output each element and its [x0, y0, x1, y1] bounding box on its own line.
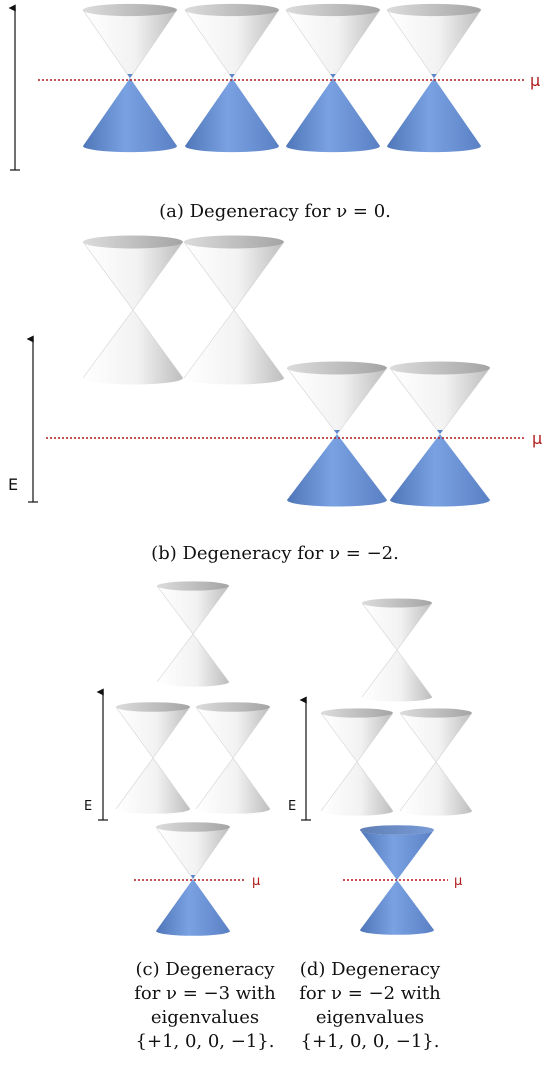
panel-b-cone-1 [82, 235, 184, 385]
panel-b-cone-4-upper-band [390, 368, 490, 434]
panel-a-cone-3-lower-band [286, 78, 380, 153]
panel-c-cone-mid-right-upper-rim [196, 702, 270, 712]
panel-a-cone-2-upper-band [185, 10, 279, 78]
caption-a: (a) Degeneracy for ν = 0. [159, 201, 391, 222]
panel-b-cone-2-lower-band [183, 310, 284, 385]
caption-c-line-2: for ν = −3 with [134, 983, 276, 1004]
panel-b-energy-label: E [8, 475, 18, 494]
panel-b-cone-3-lower-band [287, 434, 387, 507]
panel-d-cone-bottom-upper-rim [360, 825, 434, 835]
panel-a-cone-3 [285, 3, 381, 153]
panel-c-cone-mid-right-lower-band [196, 758, 270, 814]
panel-c-cone-top [156, 581, 230, 687]
panel-b-cone-4 [389, 361, 491, 507]
panel-a-cone-2 [184, 3, 280, 153]
panel-b-cone-1-lower-band [83, 310, 183, 385]
caption-d-line-2: for ν = −2 with [299, 983, 441, 1004]
panel-d-cone-mid-right-upper-rim [400, 708, 472, 718]
panel-c-energy-label: E [84, 799, 92, 814]
panel-a-cone-4-upper-band [387, 10, 481, 78]
panel-a-cone-3-upper-band [286, 10, 380, 78]
panel-b-cone-3 [286, 361, 388, 507]
panel-d-cone-mid-right [399, 708, 473, 816]
panel-d-cone-top-upper-band [362, 603, 432, 650]
panel-c-cone-mid-right [195, 702, 271, 814]
panel-d-cone-mid-left-lower-band [321, 762, 393, 816]
panel-b-mu-label: μ [532, 429, 542, 448]
panel-c-mu-label: μ [252, 874, 260, 889]
panel-b-cone-1-upper-rim [83, 235, 183, 249]
panel-b-cone-4-lower-band [390, 434, 490, 507]
panel-b-cone-3-upper-rim [287, 361, 387, 375]
panel-c-cone-bottom-upper-band [156, 827, 230, 879]
panel-a-cone-4-lower-band [387, 78, 481, 153]
panel-d-cone-bottom [360, 825, 434, 935]
panel-b-cone-2-upper-band [183, 242, 284, 310]
panel-d-cone-top-upper-rim [362, 598, 432, 608]
panel-a-cone-4-upper-rim [387, 3, 481, 17]
caption-c: (c) Degeneracy for ν = −3 with eigenvalu… [130, 958, 280, 1054]
panel-c-cone-bottom-upper-rim [156, 822, 230, 832]
panel-c-cone-top-lower-band [157, 634, 229, 687]
panel-c: Eμ [84, 581, 271, 936]
panel-d-cone-mid-left-upper-rim [321, 708, 393, 718]
panel-d-cone-top [361, 598, 433, 702]
panel-a-cone-3-upper-rim [286, 3, 380, 17]
panel-c-cone-mid-left-upper-rim [116, 702, 190, 712]
panel-b-cone-2-upper-rim [184, 235, 284, 249]
panel-a-cone-1-lower-band [83, 78, 177, 153]
caption-c-line-1: (c) Degeneracy [135, 959, 275, 980]
panel-d-cone-mid-left [320, 708, 394, 816]
panel-c-cone-top-upper-band [157, 586, 229, 634]
panel-c-cone-bottom-lower-band [156, 879, 230, 936]
panel-a-cone-1-upper-rim [83, 3, 177, 17]
panel-a-cone-4 [386, 3, 482, 153]
panel-b-cone-2 [183, 235, 285, 385]
panel-d-cone-mid-left-upper-band [321, 713, 393, 762]
panel-c-cone-mid-left-lower-band [116, 758, 190, 814]
panel-d-energy-label: E [288, 799, 296, 814]
panel-a: μ [8, 3, 540, 171]
panel-b-cone-3-upper-band [287, 368, 387, 434]
panel-c-cone-mid-left [115, 702, 191, 814]
panel-d: Eμ [288, 598, 473, 935]
panel-a-cone-2-lower-band [185, 78, 279, 153]
caption-c-line-4: {+1, 0, 0, −1}. [135, 1031, 275, 1052]
caption-c-line-3: eigenvalues [150, 1007, 260, 1028]
panel-c-cone-top-upper-rim [157, 581, 229, 591]
caption-d-line-1: (d) Degeneracy [299, 959, 441, 980]
panel-d-cone-bottom-lower-band [360, 880, 434, 935]
panel-a-cone-1 [82, 3, 178, 153]
panel-b-cone-4-upper-rim [390, 361, 490, 375]
panel-b: Eμ [8, 235, 542, 507]
panel-d-cone-top-lower-band [362, 650, 432, 702]
caption-b: (b) Degeneracy for ν = −2. [151, 543, 399, 564]
panel-c-cone-mid-right-upper-band [196, 707, 270, 758]
panel-b-cone-1-upper-band [83, 242, 183, 310]
panel-a-cone-1-upper-band [83, 10, 177, 78]
panel-d-mu-label: μ [454, 874, 462, 889]
panel-a-cone-2-upper-rim [185, 3, 279, 17]
caption-d-line-3: eigenvalues [315, 1007, 425, 1028]
panel-a-mu-label: μ [530, 71, 540, 90]
caption-d: (d) Degeneracy for ν = −2 with eigenvalu… [290, 958, 450, 1054]
panel-d-cone-mid-right-upper-band [400, 713, 473, 762]
panel-d-cone-mid-right-lower-band [400, 762, 473, 816]
panel-c-cone-bottom [155, 822, 231, 936]
caption-d-line-4: {+1, 0, 0, −1}. [300, 1031, 440, 1052]
panel-d-cone-bottom-upper-band [360, 830, 434, 880]
panel-c-cone-mid-left-upper-band [116, 707, 190, 758]
